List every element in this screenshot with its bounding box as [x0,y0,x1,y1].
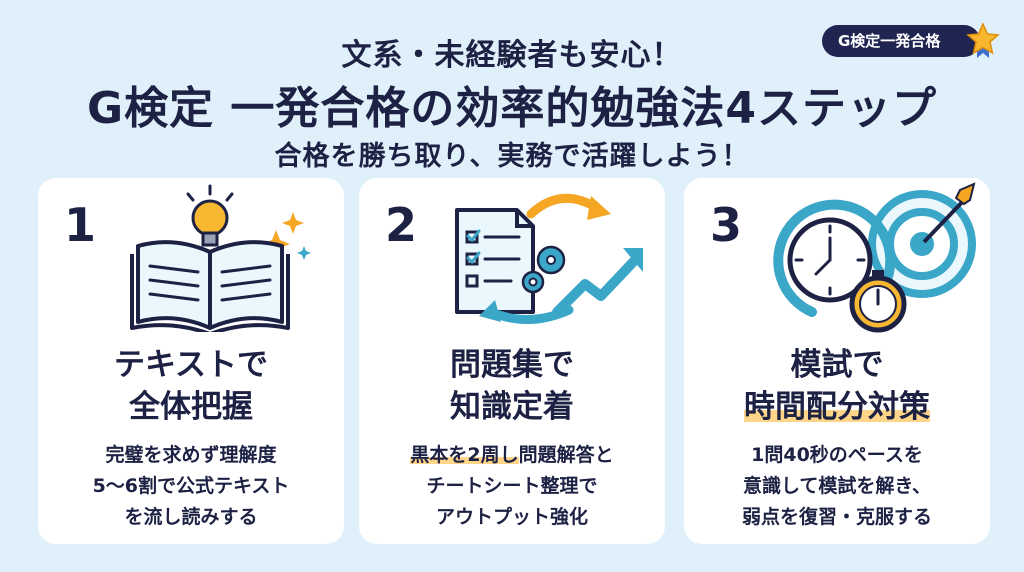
step-title-line: 問題集で [450,347,574,383]
star-icon [966,22,1000,58]
step-description: 黒本を2周し問題解答と チートシート整理で アウトプット強化 [359,440,665,533]
header-tagline: 文系・未経験者も安心！ [341,38,683,73]
page-title: G検定 一発合格の効率的勉強法4ステップ [86,83,938,134]
step-card-3: 3 模試で 時間配分対策 1問40秒のペースを 意識して模試を解き、 [684,178,990,544]
step-title-line: 時間配分対策 [684,386,990,428]
step-number: 3 [710,198,743,252]
step-number: 2 [385,198,418,252]
checklist-gears-arrow-icon [455,193,643,324]
step-title: テキストで 全体把握 [38,344,344,428]
step-title: 模試で 時間配分対策 [684,344,990,428]
step-description-line: チートシート整理で [426,475,598,497]
step-title: 問題集で 知識定着 [359,344,665,428]
step-description-line: を流し読みする [124,506,258,528]
clock-stopwatch-target-icon [773,182,976,333]
step-title-line: 知識定着 [450,389,574,425]
open-book-lightbulb-icon [130,184,311,332]
step-number: 1 [64,198,97,252]
step-description: 1問40秒のペースを 意識して模試を解き、 弱点を復習・克服する [684,440,990,533]
highlight-text: 黒本を2周し [410,444,519,466]
highlight-text: 時間配分対策 [744,389,930,425]
step-title-line: 全体把握 [129,389,253,425]
step-description-line: 黒本を2周し問題解答と [359,440,665,471]
step-description-line: 意識して模試を解き、 [742,475,932,497]
step-card-2: 2 問題集で 知識定着 [359,178,665,544]
step-description-line: 5〜6割で公式テキスト [92,475,290,497]
step-description-line: 弱点を復習・克服する [741,506,932,528]
step-description-line: 1問40秒のペースを [751,444,923,466]
step-title-line: 模試で [790,347,884,383]
step-title-line: テキストで [113,347,269,383]
step-description-line: アウトプット強化 [435,506,588,528]
step-card-1: 1 テキストで 全体把握 完璧 [38,178,344,544]
page-subtitle: 合格を勝ち取り、実務で活躍しよう！ [274,141,750,172]
step-description-text: 問題解答と [518,444,614,466]
badge-label: G検定一発合格 [822,25,981,57]
step-description: 完璧を求めず理解度 5〜6割で公式テキスト を流し読みする [38,440,344,533]
step-description-line: 完璧を求めず理解度 [105,444,277,466]
